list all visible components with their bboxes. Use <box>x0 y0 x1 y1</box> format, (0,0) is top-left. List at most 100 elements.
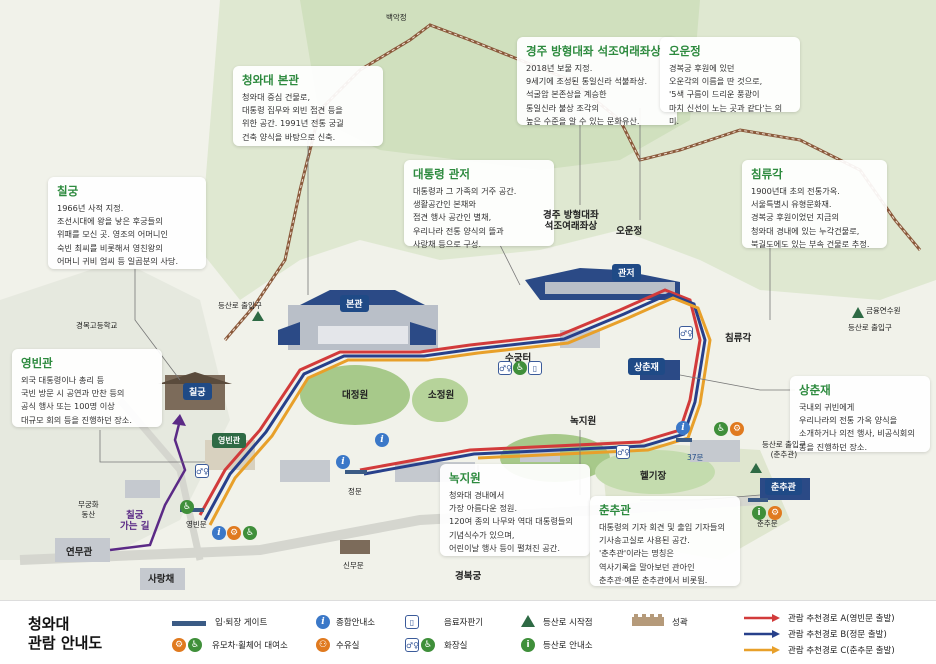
legend-water: 수유실 <box>336 641 360 651</box>
card-text: 외국 대통령이나 총리 등 국빈 방문 시 공연과 만찬 등의 공식 행사 또는… <box>21 375 132 425</box>
label-yeongbin: 영빈관 <box>212 433 247 448</box>
label-sojeong: 소정원 <box>428 390 455 401</box>
card-text: 경복궁 후원에 있던 오운각의 이름을 딴 것으로, '5색 구름이 드리운 풍… <box>669 63 783 126</box>
label-seokjo: 경주 방형대좌 석조여래좌상 <box>543 210 599 232</box>
label-yeongbinmun: 영빈문 <box>186 520 207 529</box>
label-chilgung-path: 칠궁 가는 길 <box>120 510 150 532</box>
card-text: 1966년 사적 지정. 조선시대에 왕을 낳은 후궁들의 위패를 모신 곳. … <box>57 203 179 266</box>
card-title: 대통령 관저 <box>413 167 470 181</box>
toilet-icon: ♂♀ <box>405 638 419 652</box>
card-gwanjeo: 대통령 관저 대통령과 그 가족의 거주 공간. 생활공간인 본채와 접견 행사… <box>404 160 554 249</box>
legend-route-b: 관람 추천경로 B(정문 출발) <box>788 630 887 640</box>
toilet-icon[interactable]: ♂♀ <box>498 361 512 375</box>
legend-route-c: 관람 추천경로 C(춘추문 출발) <box>788 646 895 656</box>
card-text: 대통령의 기자 회견 및 출입 기자들의 기사송고실로 사용된 공간. '춘추관… <box>599 522 726 585</box>
card-text: 국내외 귀빈에게 우리나라의 전통 가옥 양식을 소개하거나 의전 행사, 비공… <box>799 402 915 452</box>
legend-wall: 성곽 <box>672 618 688 628</box>
label-jeongmun: 정문 <box>348 487 362 496</box>
toilet-icon[interactable]: ♂♀ <box>679 326 693 340</box>
vending-icon: ▯ <box>405 615 419 629</box>
info-icon[interactable]: i <box>676 421 690 435</box>
card-oun: 오운정 경복궁 후원에 있던 오운각의 이름을 딴 것으로, '5색 구름이 드… <box>660 37 800 126</box>
tag-chunchu: 춘추관 <box>765 478 802 495</box>
route-c-line <box>744 646 780 654</box>
card-title: 오운정 <box>669 44 701 58</box>
trail-info-icon[interactable]: i <box>752 506 766 520</box>
legend-title: 청와대 관람 안내도 <box>28 615 103 652</box>
card-text: 대통령과 그 가족의 거주 공간. 생활공간인 본채와 접견 행사 공간인 별채… <box>413 186 517 249</box>
stroller-icon[interactable]: ⚙ <box>227 526 241 540</box>
card-chunchu: 춘추관 대통령의 기자 회견 및 출입 기자들의 기사송고실로 사용된 공간. … <box>590 496 740 586</box>
label-school: 경복고등학교 <box>76 321 118 330</box>
wheelchair-icon[interactable]: ♿ <box>714 422 728 436</box>
label-gate37: 37문 <box>687 453 704 462</box>
info-icon[interactable]: i <box>336 455 350 469</box>
legend-trail-info: 등산로 안내소 <box>543 641 593 651</box>
vending-icon[interactable]: ▯ <box>528 361 542 375</box>
wheelchair-icon[interactable]: ♿ <box>243 526 257 540</box>
legend-trail-start: 등산로 시작점 <box>543 618 593 628</box>
label-trail-2: 등산로 출입구 <box>848 323 892 332</box>
card-seokjo: 경주 방형대좌 석조여래좌상 2018년 보물 지정. 9세기에 조성된 통일신… <box>517 37 677 126</box>
tag-sangchun: 상춘재 <box>628 358 665 375</box>
stroller-icon[interactable]: ⚙ <box>730 422 744 436</box>
label-yeonmu: 연무관 <box>66 547 93 558</box>
card-title: 칠궁 <box>57 184 79 198</box>
wall-icon <box>632 614 664 626</box>
card-text: 청와대 중심 건물로, 대통령 집무와 외빈 접견 등을 위한 공간. 1991… <box>242 92 344 142</box>
wheelchair-icon[interactable]: ♿ <box>513 361 527 375</box>
stroller-icon[interactable]: ⚙ <box>768 506 782 520</box>
route-a-line <box>744 614 780 622</box>
label-chimryu: 침류각 <box>725 333 752 344</box>
trail-info-icon: i <box>521 638 535 652</box>
stroller-icon: ⚙ <box>172 638 186 652</box>
label-baegak: 백악정 <box>386 13 407 22</box>
label-nokjiwon: 녹지원 <box>570 416 597 427</box>
legend-gate: 입·퇴장 게이트 <box>215 618 268 628</box>
label-geumyong: 금융연수원 <box>866 306 901 315</box>
card-title: 녹지원 <box>449 471 481 485</box>
legend: 청와대 관람 안내도 입·퇴장 게이트 i 종합안내소 ▯ 음료자판기 등산로 … <box>0 600 936 664</box>
card-title: 청와대 본관 <box>242 73 299 87</box>
card-text: 1900년대 초의 전통가옥. 서울특별시 유형문화재. 경복궁 후원이었던 지… <box>751 186 870 249</box>
card-text: 2018년 보물 지정. 9세기에 조성된 통일신라 석불좌상. 석굴암 본존상… <box>526 63 648 126</box>
info-icon[interactable]: i <box>212 526 226 540</box>
legend-vending: 음료자판기 <box>444 618 484 628</box>
legend-info: 종합안내소 <box>336 618 376 628</box>
legend-stroller: 유모차·휠체어 대여소 <box>212 641 288 651</box>
card-chimryu: 침류각 1900년대 초의 전통가옥. 서울특별시 유형문화재. 경복궁 후원이… <box>742 160 887 249</box>
label-heli: 헬기장 <box>640 471 667 482</box>
label-sinmumun: 신무문 <box>343 561 364 570</box>
toilet-icon[interactable]: ♂♀ <box>616 445 630 459</box>
card-title: 경주 방형대좌 석조여래좌상 <box>526 44 661 58</box>
card-text: 청와대 경내에서 가장 아름다운 정원. 120여 종의 나무와 역대 대통령들… <box>449 490 573 553</box>
label-sugungteo: 수궁터 <box>505 353 532 364</box>
tag-bonkwan: 본관 <box>340 295 369 312</box>
tag-gwanjeo: 관저 <box>612 264 641 281</box>
card-title: 영빈관 <box>21 356 53 370</box>
label-sarang: 사랑채 <box>148 574 175 585</box>
card-sangchun: 상춘재 국내외 귀빈에게 우리나라의 전통 가옥 양식을 소개하거나 의전 행사… <box>790 376 930 452</box>
mountain-icon <box>521 615 535 627</box>
card-bonkwan: 청와대 본관 청와대 중심 건물로, 대통령 집무와 외빈 접견 등을 위한 공… <box>233 66 383 146</box>
label-oun: 오운정 <box>616 226 643 237</box>
legend-route-a: 관람 추천경로 A(영빈문 출발) <box>788 614 895 624</box>
card-yeongbin: 영빈관 외국 대통령이나 총리 등 국빈 방문 시 공연과 만찬 등의 공식 행… <box>12 349 162 427</box>
info-icon: i <box>316 615 330 629</box>
label-mugung: 무궁화 동산 <box>78 500 99 519</box>
gate-marker-icon <box>172 621 206 626</box>
card-title: 상춘재 <box>799 383 831 397</box>
card-chilgung: 칠궁 1966년 사적 지정. 조선시대에 왕을 낳은 후궁들의 위패를 모신 … <box>48 177 206 269</box>
legend-toilet: 화장실 <box>444 641 468 651</box>
label-daejeong: 대정원 <box>342 390 369 401</box>
label-gyeongbokgung: 경복궁 <box>455 571 482 582</box>
info-icon[interactable]: i <box>375 433 389 447</box>
nursing-room-icon: ⚇ <box>316 638 330 652</box>
label-trail-3: 등산로 출입구 (춘추관) <box>762 440 806 459</box>
tag-chilgung: 칠궁 <box>183 383 212 400</box>
card-title: 침류각 <box>751 167 783 181</box>
toilet-icon[interactable]: ♂♀ <box>195 464 209 478</box>
label-trail-1: 등산로 출입구 <box>218 301 262 310</box>
wheelchair-icon[interactable]: ♿ <box>180 500 194 514</box>
